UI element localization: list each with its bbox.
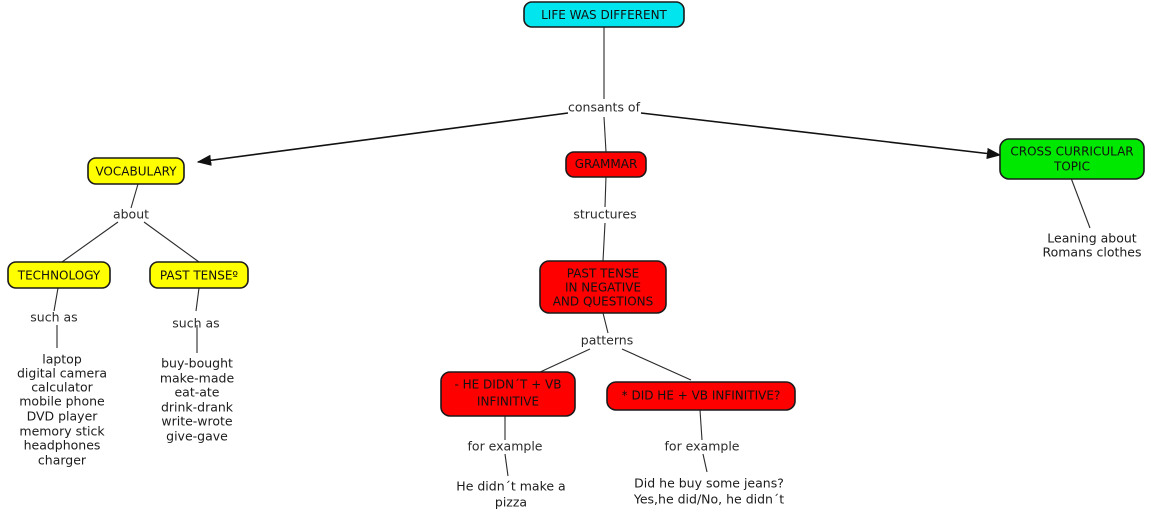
node-vocabulary[interactable]: VOCABULARY	[87, 157, 185, 185]
connector-such-as-past-tense: such as	[172, 316, 219, 331]
node-grammar[interactable]: GRAMMAR	[565, 151, 647, 178]
node-past-tense[interactable]: PAST TENSEº	[149, 261, 249, 289]
connector-about: about	[113, 207, 149, 222]
edge-past-tense-neg-q-to-patterns	[602, 312, 609, 334]
node-vocabulary-label: VOCABULARY	[95, 165, 177, 179]
list-item: give-gave	[166, 429, 228, 444]
edge-about-to-technology	[61, 221, 119, 263]
cross-curricular-note-line1: Leaning about	[1047, 231, 1136, 246]
list-item: mobile phone	[19, 394, 105, 409]
node-negative-pattern-box[interactable]	[440, 371, 576, 417]
connector-structures: structures	[573, 207, 636, 222]
list-item: memory stick	[19, 424, 105, 439]
edge-cross-curricular-to-note	[1070, 177, 1091, 229]
node-technology[interactable]: TECHNOLOGY	[7, 261, 111, 289]
edge-past-tense-to-such-as	[195, 287, 200, 312]
node-past-tense-negative-questions-box[interactable]	[539, 260, 667, 314]
edge-question-pattern-to-for-example	[699, 409, 703, 441]
node-negative-pattern-line1: - HE DIDN´T + VB	[454, 378, 561, 392]
connector-such-as-technology: such as	[30, 310, 77, 325]
negative-example-line1: He didn´t make a	[456, 479, 565, 494]
edge-about-to-past-tense	[143, 221, 200, 263]
connector-label-layer: consants of about structures patterns su…	[30, 100, 739, 454]
node-past-tense-negative-questions-line3: AND QUESTIONS	[553, 295, 654, 309]
node-cross-curricular-topic[interactable]: CROSS CURRICULAR TOPIC	[999, 138, 1145, 180]
past-tense-items-list: buy-bought make-made eat-ate drink-drank…	[160, 356, 235, 444]
list-item: drink-drank	[161, 400, 234, 415]
edge-consists-to-cross-curricular	[640, 112, 1002, 160]
negative-example-line2: pizza	[495, 495, 527, 510]
list-item: headphones	[24, 438, 101, 453]
node-cross-curricular-topic-line1: CROSS CURRICULAR	[1010, 145, 1133, 159]
connector-patterns: patterns	[581, 333, 633, 348]
node-past-tense-box[interactable]	[149, 261, 249, 289]
node-grammar-label: GRAMMAR	[575, 157, 638, 171]
node-question-pattern[interactable]: * DID HE + VB INFINITIVE?	[606, 381, 796, 411]
node-past-tense-label: PAST TENSEº	[160, 269, 239, 283]
list-item: buy-bought	[161, 356, 233, 371]
list-item: digital camera	[17, 366, 107, 381]
edge-structures-to-past-tense-neg-q	[602, 222, 606, 262]
node-negative-pattern[interactable]: - HE DIDN´T + VB INFINITIVE	[440, 371, 576, 417]
edge-patterns-to-negative-pattern	[537, 348, 591, 374]
node-cross-curricular-topic-line2: TOPIC	[1053, 160, 1090, 174]
question-example-line2: Yes,he did/No, he didn´t	[633, 492, 784, 507]
edge-grammar-to-structures	[604, 175, 607, 208]
node-past-tense-negative-questions[interactable]: PAST TENSE IN NEGATIVE AND QUESTIONS	[539, 260, 667, 314]
edge-layer	[53, 27, 1091, 477]
list-item: charger	[38, 453, 87, 468]
list-item: laptop	[42, 352, 82, 367]
list-item: make-made	[160, 371, 235, 386]
question-example-line1: Did he buy some jeans?	[634, 476, 784, 491]
connector-for-example-question: for example	[665, 439, 740, 454]
node-past-tense-negative-questions-line1: PAST TENSE	[567, 267, 640, 281]
edge-for-example-to-negative-sentence	[504, 453, 509, 477]
node-cross-curricular-topic-box[interactable]	[999, 138, 1145, 180]
node-negative-pattern-line2: INFINITIVE	[477, 395, 539, 409]
connector-consists-of: consants of	[568, 100, 641, 115]
node-past-tense-negative-questions-line2: IN NEGATIVE	[565, 281, 641, 295]
node-vocabulary-box[interactable]	[87, 157, 185, 185]
cross-curricular-note-line2: Romans clothes	[1042, 245, 1141, 260]
list-item: eat-ate	[174, 385, 219, 400]
connector-for-example-negative: for example	[468, 439, 543, 454]
node-life-was-different[interactable]: LIFE WAS DIFFERENT	[523, 1, 685, 28]
list-item: write-wrote	[161, 414, 233, 429]
node-life-was-different-label: LIFE WAS DIFFERENT	[541, 8, 667, 22]
node-grammar-box[interactable]	[565, 151, 647, 178]
list-item: calculator	[31, 380, 93, 395]
node-question-pattern-label: * DID HE + VB INFINITIVE?	[622, 389, 781, 403]
edge-technology-to-such-as	[53, 287, 59, 312]
question-example-text: Did he buy some jeans? Yes,he did/No, he…	[633, 476, 784, 507]
node-question-pattern-box[interactable]	[606, 381, 796, 411]
technology-items-list: laptop digital camera calculator mobile …	[17, 352, 107, 468]
negative-example-text: He didn´t make a pizza	[456, 479, 565, 510]
edge-for-example-to-question-sentence	[702, 453, 708, 473]
cross-curricular-note: Leaning about Romans clothes	[1042, 231, 1141, 260]
list-item: DVD player	[27, 409, 99, 424]
edge-consists-to-grammar	[603, 116, 607, 153]
edge-vocabulary-to-about	[130, 183, 139, 209]
node-technology-box[interactable]	[7, 261, 111, 289]
edge-consists-to-vocabulary	[196, 112, 569, 166]
edge-patterns-to-question-pattern	[621, 348, 692, 381]
node-life-was-different-box[interactable]	[523, 1, 685, 28]
node-technology-label: TECHNOLOGY	[17, 269, 101, 283]
